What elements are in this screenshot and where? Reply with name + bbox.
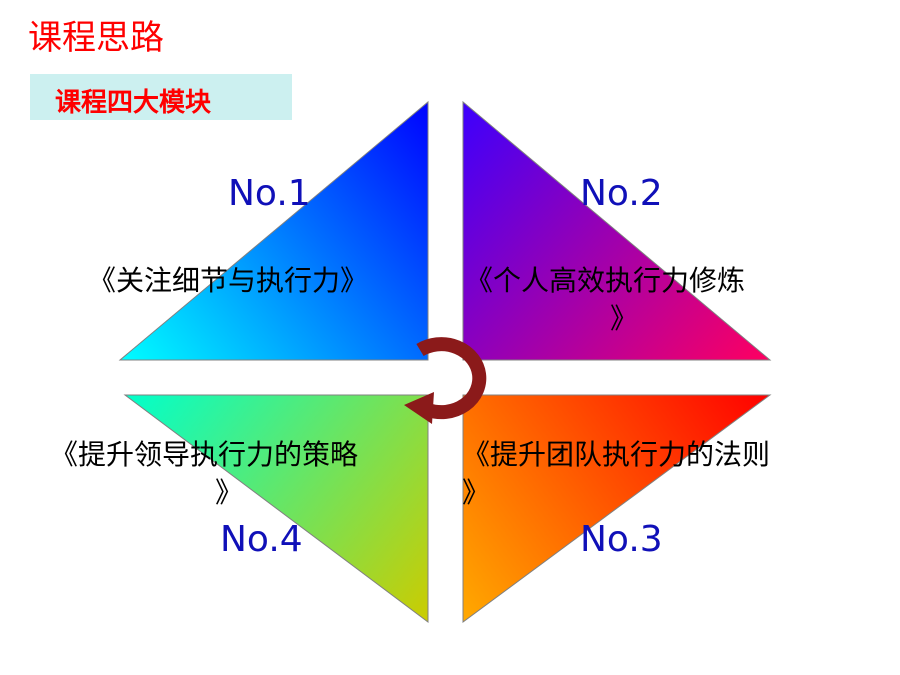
module-1-number: No.1: [228, 173, 311, 214]
module-3-triangle: [462, 394, 772, 623]
module-1-label-text: 《关注细节与执行力》: [88, 264, 369, 297]
module-2-label-text: 《个人高效执行力修炼: [465, 264, 746, 297]
module-4-label-end: 》: [215, 476, 244, 509]
module-4-triangle: [123, 394, 429, 623]
module-3-label-text: 《提升团队执行力的法则: [462, 438, 771, 471]
module-2-number: No.2: [580, 173, 663, 214]
module-2-triangle: [462, 100, 772, 361]
slide-subtitle: 课程四大模块: [55, 88, 212, 118]
module-1-triangle: [118, 100, 429, 361]
module-2-label-end: 》: [610, 302, 639, 335]
module-3-number: No.3: [580, 519, 663, 560]
module-2-label: 《个人高效执行力修炼 》: [465, 262, 745, 338]
module-3-label-end: 》: [462, 476, 491, 509]
circular-arrow-icon: [404, 337, 487, 424]
module-4-number: No.4: [220, 519, 303, 560]
module-1-label: 《关注细节与执行力》: [88, 262, 368, 300]
module-3-label: 《提升团队执行力的法则 》: [462, 436, 770, 512]
subtitle-background: [30, 74, 292, 120]
module-4-label: 《提升领导执行力的策略 》: [50, 436, 358, 512]
slide-title: 课程思路: [28, 18, 164, 58]
module-4-label-text: 《提升领导执行力的策略: [50, 438, 359, 471]
